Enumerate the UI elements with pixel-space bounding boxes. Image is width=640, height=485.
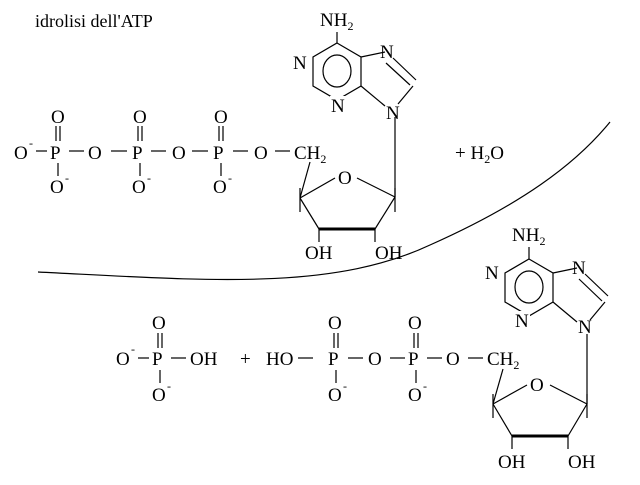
water-reactant: + H2O [455, 143, 504, 166]
atp-gamma-double-oxygen: O [51, 107, 65, 128]
atp-charge-4: - [228, 171, 232, 185]
adp-ester-oxygen: O [446, 349, 460, 370]
adp-phosphate-chain: HO P O O - O P O O - O CH2 [266, 313, 519, 406]
atp-phosphorus-gamma: P [50, 143, 61, 164]
adp-nh2-label: NH [512, 225, 540, 246]
diagram-title: idrolisi dell'ATP [35, 11, 153, 31]
adp-terminal-hydroxyl: HO [266, 349, 293, 370]
pi-oxygen: O [152, 385, 166, 406]
adp-amino-group: NH2 [512, 225, 545, 248]
atp-phosphate-chain: O - P O O - O P O O - O [14, 107, 326, 198]
adp-bridge-oxygen: O [368, 349, 382, 370]
atp-ring-oxygen: O [338, 168, 352, 189]
inorganic-phosphate: O - P O O - OH [116, 313, 218, 406]
pi-double-oxygen: O [152, 313, 166, 334]
adp-beta-double-oxygen: O [328, 313, 342, 334]
atp-molecule: O - P O O - O P O O - O [14, 10, 417, 264]
adp-phosphorus-beta: P [328, 349, 339, 370]
atp-terminal-oxygen: O [14, 143, 28, 164]
atp-gamma-oxygen: O [50, 177, 64, 198]
atp-adenine-n1: N [293, 53, 307, 74]
adp-adenine: NH2 N N N N [484, 225, 609, 338]
atp-hydroxyl-3: OH [375, 243, 403, 264]
adp-hydroxyl-2: OH [498, 452, 526, 473]
atp-ch2-subscript: 2 [320, 152, 326, 166]
atp-beta-oxygen: O [132, 177, 146, 198]
divider-curve [37, 121, 611, 281]
atp-ester-oxygen: O [254, 143, 268, 164]
atp-charge-3: - [147, 171, 151, 185]
atp-nh2-label: NH [320, 10, 348, 31]
adp-adenine-n3: N [515, 311, 529, 332]
pi-charge-2: - [167, 379, 171, 393]
atp-beta-double-oxygen: O [133, 107, 147, 128]
adp-adenine-n9: N [578, 317, 592, 338]
atp-ch2-label: CH [294, 143, 321, 164]
atp-phosphorus-alpha: P [213, 143, 224, 164]
atp-charge-1: - [29, 136, 33, 150]
pi-phosphorus: P [152, 349, 163, 370]
adp-ring-oxygen: O [530, 375, 544, 396]
atp-alpha-double-oxygen: O [214, 107, 228, 128]
atp-hydroxyl-2: OH [305, 243, 333, 264]
adp-adenine-n7: N [572, 258, 586, 279]
adp-charge-2: - [423, 379, 427, 393]
atp-ch2: CH2 [294, 143, 326, 166]
adp-ch2-label: CH [487, 349, 514, 370]
adp-phosphorus-alpha: P [408, 349, 419, 370]
adp-ch2-subscript: 2 [513, 358, 519, 372]
adp-ch2: CH2 [487, 349, 519, 372]
atp-adenine: NH2 N N N N [292, 10, 417, 124]
atp-bridge-oxygen-1: O [88, 143, 102, 164]
atp-charge-2: - [65, 171, 69, 185]
pi-charge-1: - [131, 342, 135, 356]
pi-oxygen-charged: O [116, 349, 130, 370]
atp-nh2-subscript: 2 [347, 19, 353, 33]
atp-adenine-n9: N [386, 103, 400, 124]
atp-phosphorus-beta: P [132, 143, 143, 164]
adp-nh2-subscript: 2 [539, 234, 545, 248]
water-oxygen: O [490, 143, 504, 164]
adp-alpha-oxygen: O [408, 385, 422, 406]
water-plus-h: + H [455, 143, 484, 164]
adp-beta-oxygen: O [328, 385, 342, 406]
atp-ribose: O OH OH [299, 117, 403, 264]
products-plus: + [240, 349, 251, 370]
atp-amino-group: NH2 [320, 10, 353, 33]
atp-alpha-oxygen: O [213, 177, 227, 198]
adp-alpha-double-oxygen: O [408, 313, 422, 334]
pi-hydroxyl: OH [190, 349, 218, 370]
water-subscript: 2 [484, 152, 490, 166]
adp-ribose: O OH OH [492, 334, 596, 473]
adp-hydroxyl-3: OH [568, 452, 596, 473]
adp-adenine-n1: N [485, 263, 499, 284]
atp-bridge-oxygen-2: O [172, 143, 186, 164]
atp-adenine-n7: N [380, 42, 394, 63]
atp-adenine-n3: N [331, 96, 345, 117]
adp-molecule: HO P O O - O P O O - O CH2 [266, 225, 609, 473]
adp-charge-1: - [343, 379, 347, 393]
